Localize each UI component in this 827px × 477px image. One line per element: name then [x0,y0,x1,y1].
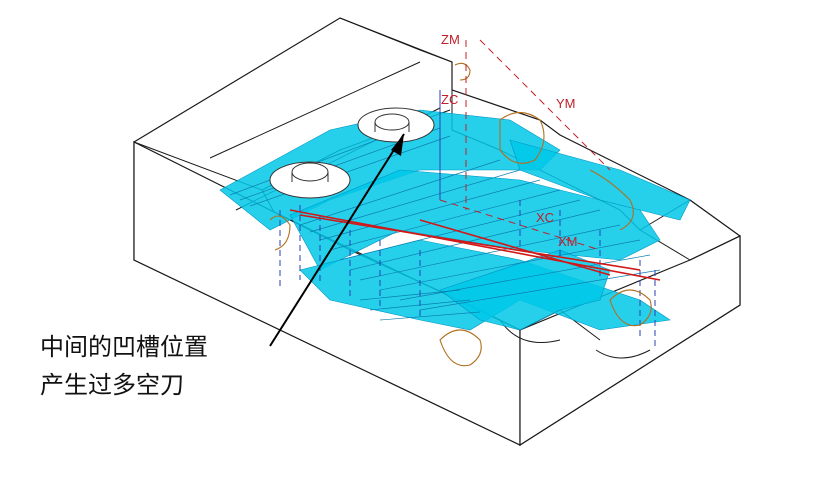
xc-axis-label: XC [536,210,554,225]
zc-axis-label: ZC [441,92,458,107]
xm-axis-label: XM [558,234,578,249]
toolpath-band-center [289,169,661,271]
annotation-callout: 中间的凹槽位置 产生过多空刀 [40,328,208,404]
engage-retract-paths [279,200,656,350]
boss-right-top [374,113,410,131]
annotation-line-2: 产生过多空刀 [40,371,184,399]
boss-features [269,107,435,199]
boss-left-top [291,162,329,182]
ym-axis [479,39,611,171]
holder-traces [269,62,652,367]
zm-axis-label: ZM [441,32,460,47]
ym-axis-label: YM [556,96,576,111]
annotation-line-1: 中间的凹槽位置 [40,333,208,361]
rapid-moves [289,209,661,281]
xm-axis [439,199,601,251]
coordinate-system: ZM ZC YM XC XM [439,32,611,251]
block-right-face [519,235,741,447]
callout-arrow [269,133,405,347]
